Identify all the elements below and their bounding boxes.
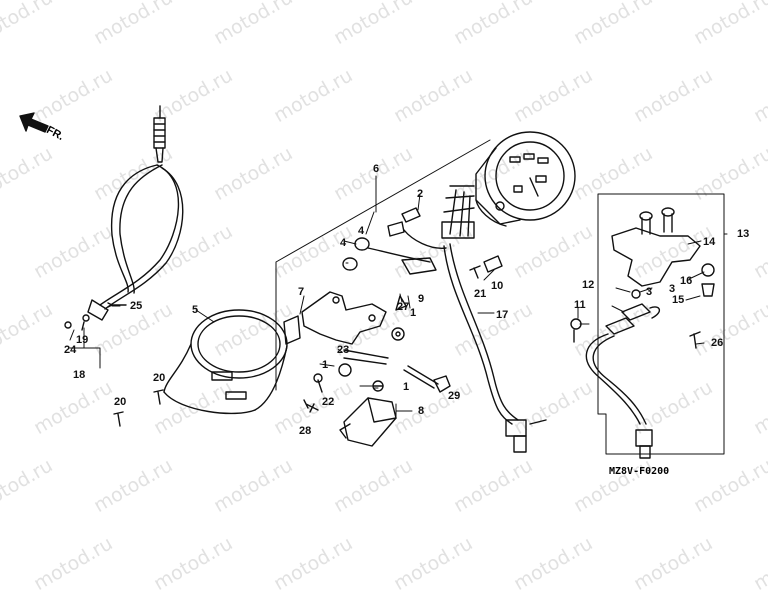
indicator-panel-drawing bbox=[611, 207, 715, 297]
callout-1: 1 bbox=[322, 359, 328, 371]
callout-7: 7 bbox=[298, 286, 304, 298]
callout-11: 11 bbox=[574, 299, 586, 311]
callout-15: 15 bbox=[672, 294, 684, 306]
callout-20: 20 bbox=[153, 372, 165, 384]
callout-17: 17 bbox=[496, 309, 508, 321]
callout-23: 23 bbox=[337, 344, 349, 356]
callout-20: 20 bbox=[114, 396, 126, 408]
callout-16: 16 bbox=[680, 275, 692, 287]
screw-20-drawings bbox=[113, 389, 164, 427]
assembly-outline bbox=[69, 139, 725, 455]
callout-5: 5 bbox=[192, 304, 198, 316]
bracket-drawing bbox=[283, 291, 405, 392]
bolt-drawing bbox=[403, 365, 451, 393]
callout-13: 13 bbox=[737, 228, 749, 240]
meter-stay-drawing bbox=[339, 397, 397, 447]
callout-4: 4 bbox=[340, 237, 347, 249]
front-direction-arrow-icon bbox=[19, 112, 49, 133]
callout-22: 22 bbox=[322, 396, 334, 408]
callout-9: 9 bbox=[418, 293, 424, 305]
callout-24: 24 bbox=[64, 344, 77, 356]
callout-14: 14 bbox=[703, 236, 716, 248]
figure-code: MZ8V-F0200 bbox=[609, 466, 670, 477]
callout-18: 18 bbox=[73, 369, 85, 381]
callout-8: 8 bbox=[418, 405, 424, 417]
meter-harness-drawing bbox=[395, 243, 547, 453]
speedometer-cable-drawing bbox=[64, 105, 184, 331]
callout-28: 28 bbox=[299, 425, 311, 437]
callout-25: 25 bbox=[130, 300, 142, 312]
callout-6: 6 bbox=[373, 163, 379, 175]
callout-27: 27 bbox=[397, 301, 409, 313]
callout-2: 2 bbox=[417, 188, 423, 200]
meter-case-drawing bbox=[163, 309, 288, 415]
callout-4: 4 bbox=[358, 225, 365, 237]
callout-1: 1 bbox=[410, 307, 416, 319]
callout-1: 1 bbox=[403, 381, 409, 393]
callout-10: 10 bbox=[491, 280, 503, 292]
leader-lines bbox=[69, 175, 728, 419]
callout-26: 26 bbox=[711, 337, 723, 349]
exploded-view-drawing: 1112334456789101112131415161718192020212… bbox=[19, 105, 749, 459]
callout-29: 29 bbox=[448, 390, 460, 402]
callout-19: 19 bbox=[76, 334, 88, 346]
bulb-socket-drawings bbox=[342, 207, 447, 275]
callout-3: 3 bbox=[646, 286, 652, 298]
callout-21: 21 bbox=[474, 288, 486, 300]
sub-harness-drawing bbox=[570, 289, 701, 459]
speedometer-assembly-drawing bbox=[441, 131, 576, 239]
callout-3: 3 bbox=[669, 283, 675, 295]
callout-12: 12 bbox=[582, 279, 594, 291]
screw-drawings bbox=[303, 373, 323, 413]
